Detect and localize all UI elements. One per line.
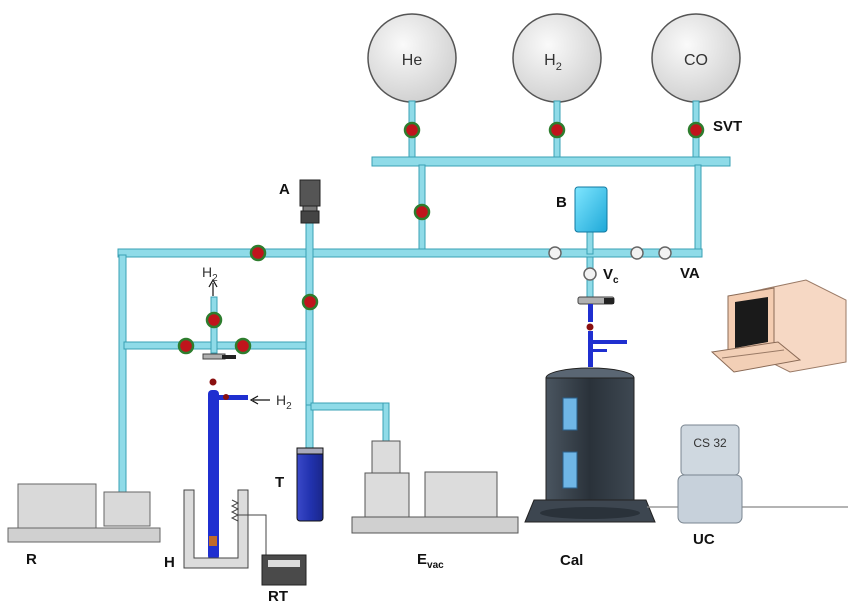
valve-va[interactable] (658, 246, 672, 260)
valve-co[interactable] (687, 121, 705, 139)
label-uc: UC (693, 531, 715, 548)
gas-label-h2-sub: 2 (556, 61, 562, 73)
trap-t (296, 447, 324, 522)
gas-label-co: CO (684, 52, 708, 69)
valve-manifold[interactable] (413, 203, 431, 221)
label-cs32: CS 32 (693, 436, 727, 450)
label-va: VA (680, 265, 700, 282)
valve-h2-outlet[interactable] (205, 311, 223, 329)
label-a: A (279, 181, 290, 198)
valve-vc[interactable] (583, 267, 597, 281)
calorimeter-cal (524, 367, 656, 523)
reactor-tube (202, 353, 248, 560)
valve-open-2[interactable] (630, 246, 644, 260)
svg-text:CO: CO (684, 52, 708, 69)
gas-label-he: He (402, 52, 423, 69)
valve-reactor-left[interactable] (177, 337, 195, 355)
gauge-a (299, 179, 321, 224)
label-rt: RT (268, 588, 288, 602)
label-vc-sub: c (613, 275, 619, 286)
label-evac: Evac (417, 551, 444, 571)
device-r (7, 483, 161, 543)
valve-a-line[interactable] (301, 293, 319, 311)
valve-he[interactable] (403, 121, 421, 139)
heater-h (183, 489, 267, 569)
computer-icon (710, 279, 847, 373)
svg-text:He: He (402, 52, 423, 69)
label-cal: Cal (560, 552, 583, 569)
vessel-b (574, 186, 608, 233)
svg-text:H2: H2 (544, 52, 562, 73)
gas-cylinder-h2: H2 (512, 13, 602, 103)
valve-main-left[interactable] (249, 244, 267, 262)
valve-reactor-right[interactable] (234, 337, 252, 355)
control-unit-uc (677, 474, 743, 524)
h2-outlet-arrow (208, 278, 218, 296)
gas-cylinder-co: CO (651, 13, 741, 103)
label-t: T (275, 474, 284, 491)
label-h2-side: H2 (276, 392, 292, 412)
calorimeter-inlet (577, 296, 627, 367)
valve-open-1[interactable] (548, 246, 562, 260)
gas-label-h2: H (544, 52, 556, 69)
temp-controller-rt (261, 554, 307, 586)
label-h: H (164, 554, 175, 571)
label-vc: Vc (603, 266, 619, 286)
control-unit-cs32: CS 32 (680, 424, 740, 476)
gas-cylinder-he: He (367, 13, 457, 103)
label-b: B (556, 194, 567, 211)
valves (177, 121, 705, 355)
label-h2-top: H2 (202, 264, 218, 284)
vacuum-pump-evac (351, 440, 519, 534)
label-vc-main: V (603, 266, 613, 283)
label-r: R (26, 551, 37, 568)
h2-inlet-arrow (249, 395, 270, 405)
valve-h2[interactable] (548, 121, 566, 139)
label-svt: SVT (713, 118, 742, 135)
